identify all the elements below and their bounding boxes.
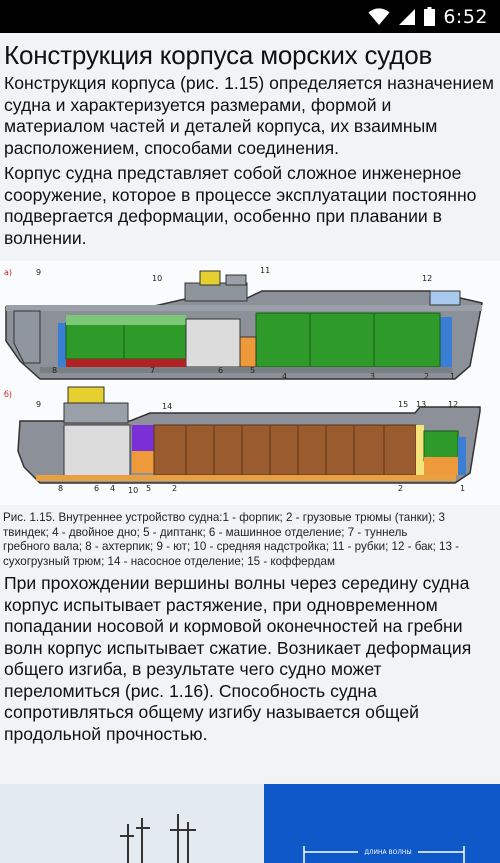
paragraph-1: Конструкция корпуса (рис. 1.15) определя… xyxy=(4,73,494,158)
num-b-1: 1 xyxy=(460,484,465,493)
num-b-2a: 2 xyxy=(172,484,177,493)
caption-line: сухогрузный трюм; 14 - насосное отделени… xyxy=(3,554,335,568)
wave-length-label: ДЛИНА ВОЛНЫ xyxy=(364,849,411,856)
num-b-6: 6 xyxy=(94,484,99,493)
caption-line: твиндек; 4 - двойное дно; 5 - диптанк; 6… xyxy=(3,525,408,539)
num-a-3: 3 xyxy=(370,372,375,381)
num-a-5: 5 xyxy=(250,366,255,375)
fig-label-b: б) xyxy=(4,390,12,399)
num-a-11: 11 xyxy=(260,266,270,275)
num-a-6: 6 xyxy=(218,366,223,375)
num-a-2: 2 xyxy=(424,372,429,381)
wifi-icon xyxy=(368,7,390,25)
num-b-13: 13 xyxy=(416,400,426,409)
num-b-2b: 2 xyxy=(398,484,403,493)
caption-line: гребного вала; 8 - ахтерпик; 9 - ют; 10 … xyxy=(3,540,460,553)
ship-photo xyxy=(0,784,264,863)
clock: 6:52 xyxy=(443,5,488,28)
wave-diagram: ДЛИНА ВОЛНЫ xyxy=(264,784,500,863)
num-b-15: 15 xyxy=(398,400,408,409)
num-a-12: 12 xyxy=(422,274,432,283)
paragraph-3: При прохождении вершины волны через сере… xyxy=(4,573,472,744)
ship-a xyxy=(5,270,483,380)
status-bar: 6:52 xyxy=(0,0,500,33)
figure-caption: Рис. 1.15. Внутреннее устройство судна:1… xyxy=(0,511,500,569)
paragraph-2: Корпус судна представляет собой сложное … xyxy=(4,163,477,248)
battery-icon xyxy=(424,7,436,26)
num-a-1: 1 xyxy=(450,372,455,381)
num-a-9: 9 xyxy=(36,268,41,277)
num-a-8: 8 xyxy=(52,366,57,375)
num-b-9: 9 xyxy=(36,400,41,409)
num-b-8: 8 xyxy=(58,484,63,493)
num-a-4: 4 xyxy=(282,372,287,381)
num-b-5: 5 xyxy=(146,484,151,493)
cell-signal-icon xyxy=(399,8,416,25)
ship-diagram: а) б) 9 10 11 12 8 7 6 5 4 3 2 1 9 14 15… xyxy=(0,261,500,505)
ship-b xyxy=(17,386,481,484)
num-b-10: 10 xyxy=(128,486,138,495)
num-b-14: 14 xyxy=(162,402,172,411)
num-b-12: 12 xyxy=(448,400,458,409)
bottom-images: ДЛИНА ВОЛНЫ xyxy=(0,784,500,863)
page-title: Конструкция корпуса морских судов xyxy=(4,40,433,70)
num-a-10: 10 xyxy=(152,274,162,283)
article: Конструкция корпуса морских судов Констр… xyxy=(0,33,500,745)
caption-line: Рис. 1.15. Внутреннее устройство судна:1… xyxy=(3,511,445,524)
fig-label-a: а) xyxy=(4,268,12,277)
num-a-7: 7 xyxy=(150,366,155,375)
ship-structure-figure: а) б) 9 10 11 12 8 7 6 5 4 3 2 1 9 14 15… xyxy=(0,261,500,505)
num-b-4: 4 xyxy=(110,484,115,493)
